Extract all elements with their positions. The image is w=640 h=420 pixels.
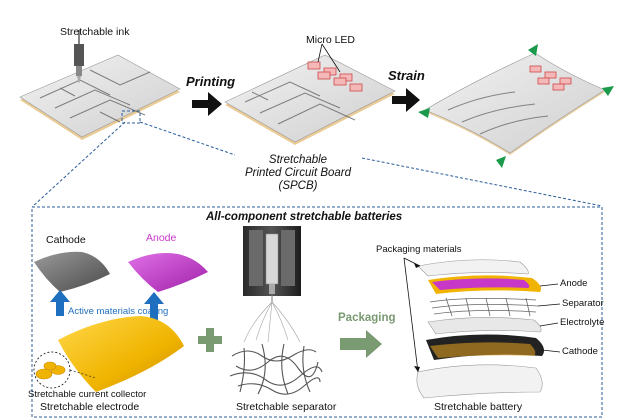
stretchable-ink-label: Stretchable ink [60, 26, 130, 38]
anode-label: Anode [146, 232, 177, 244]
strain-label: Strain [388, 68, 425, 83]
current-collector-sheet [58, 316, 184, 392]
spcb-caption-line3: (SPCB) [278, 180, 318, 192]
separator-caption: Stretchable separator [236, 401, 337, 413]
spcb-board-printing [19, 54, 181, 140]
collector-label: Stretchable current collector [28, 389, 147, 400]
layer-cathode-label: Cathode [562, 346, 598, 357]
packaging-label: Packaging [338, 312, 396, 324]
electrode-caption: Stretchable electrode [40, 401, 140, 413]
spcb-caption-line1: Stretchable [268, 154, 328, 166]
spcb-board-stretched [424, 52, 606, 155]
micro-led-array [307, 61, 363, 92]
cathode-label: Cathode [46, 234, 86, 246]
panel-title: All-component stretchable batteries [206, 211, 403, 223]
layer-anode-label: Anode [560, 278, 588, 289]
spcb-caption-line2: Printed Circuit Board [244, 167, 352, 179]
coating-arrows [50, 290, 164, 324]
printing-label: Printing [186, 74, 236, 89]
spcb-caption: Stretchable Printed Circuit Board (SPCB) [228, 154, 368, 193]
layer-separator-label: Separator [562, 298, 604, 309]
battery-stack [416, 259, 544, 399]
anode-sheet [128, 253, 208, 292]
battery-panel-frame [31, 206, 603, 418]
micro-led-label: Micro LED [306, 34, 356, 46]
collector-pieces-icon [35, 361, 66, 380]
electrospinning-device [243, 226, 301, 302]
ink-dispenser-icon [74, 30, 84, 84]
separator-mesh [229, 343, 323, 395]
printing-arrow-icon [192, 92, 222, 116]
layer-electrolyte-label: Electrolyte [560, 317, 605, 328]
cathode-sheet [34, 251, 110, 292]
packaging-materials-label: Packaging materials [376, 244, 462, 255]
strain-arrow-icon [392, 88, 420, 112]
battery-caption: Stretchable battery [434, 401, 523, 413]
fiber-jets [243, 301, 301, 343]
coating-label: Active materials coating [68, 306, 169, 317]
plus-icon [198, 328, 222, 352]
strain-direction-arrows [418, 44, 614, 168]
packaging-arrow-icon [340, 330, 382, 358]
spcb-board-with-leds [224, 54, 396, 145]
